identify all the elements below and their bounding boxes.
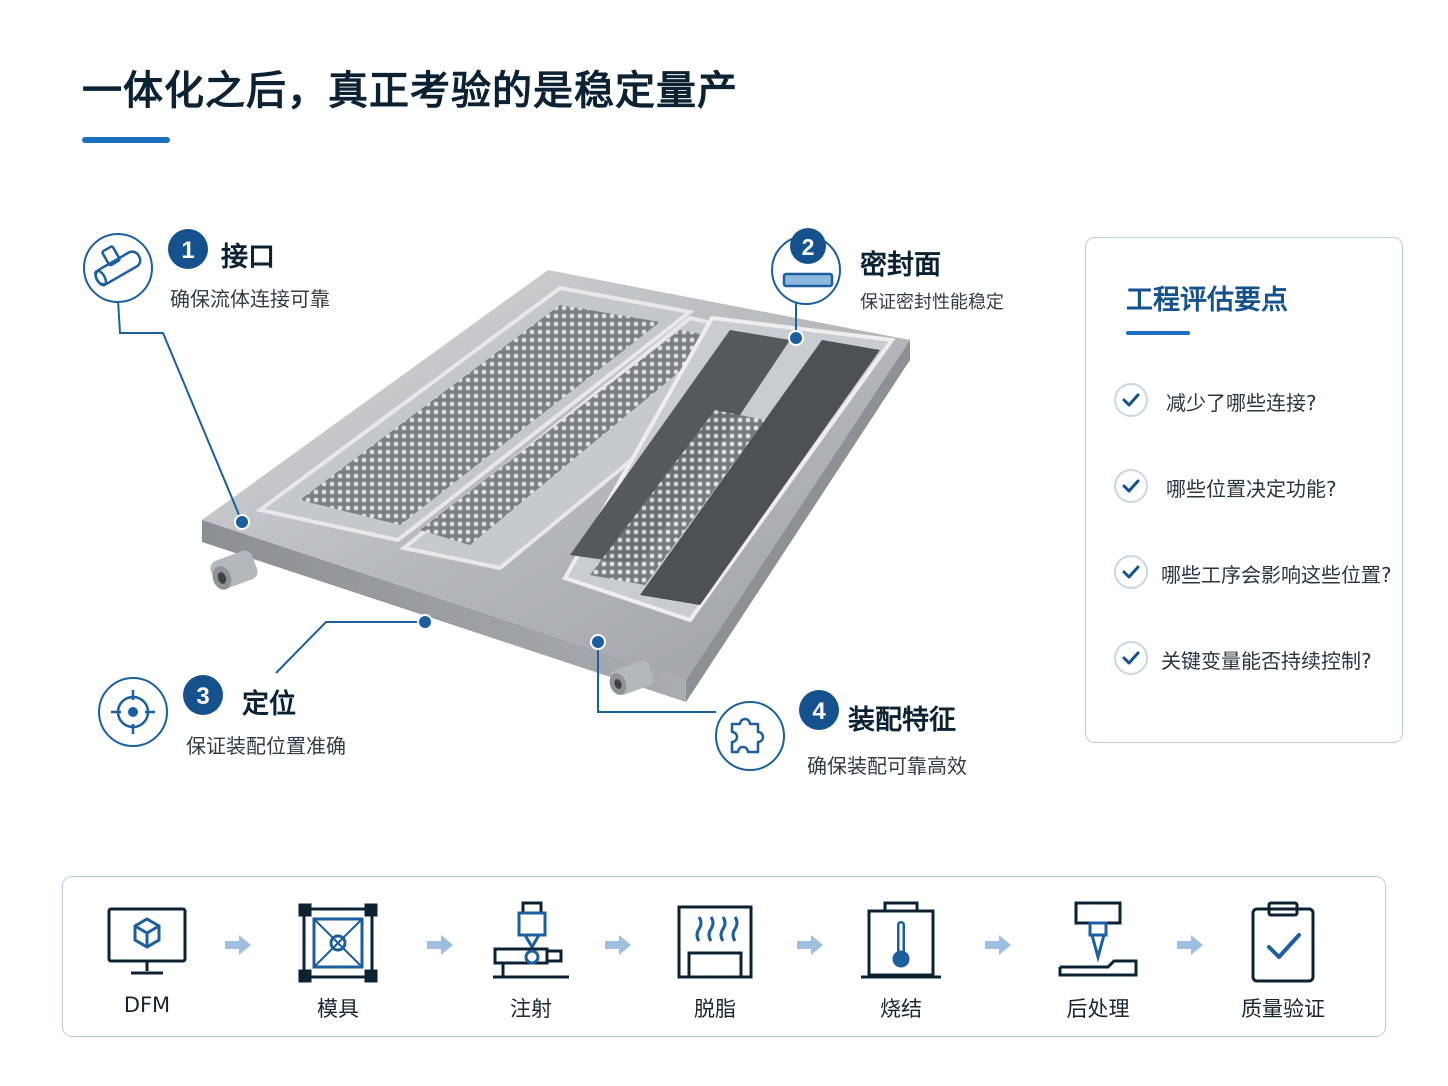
- leader-dot-2: [788, 330, 804, 346]
- callout-number-3: 3: [196, 683, 209, 710]
- plate-front-edge: [202, 520, 686, 702]
- process-step-label: DFM: [123, 993, 171, 1017]
- process-step-label: 后处理: [1066, 997, 1130, 1021]
- evaluation-panel: 工程评估要点 减少了哪些连接? 哪些位置决定功能? 哪些工序会影响这些位置? 关…: [1085, 237, 1403, 743]
- evaluation-item: 减少了哪些连接?: [1113, 380, 1403, 420]
- right-channel: [562, 315, 896, 623]
- inlet-port: [210, 550, 258, 590]
- evaluation-item-text: 关键变量能否持续控制?: [1161, 649, 1372, 673]
- arrow-right-icon: [985, 935, 1011, 955]
- middle-channel: [399, 315, 785, 571]
- arrow-right-icon: [797, 935, 823, 955]
- process-flow: DFM 模具 注射: [62, 876, 1386, 1037]
- check-circle-icon: [1114, 469, 1148, 503]
- callout-desc-3: 保证装配位置准确: [186, 734, 346, 758]
- crosshair-icon: [98, 677, 168, 747]
- process-step-injection: 注射: [469, 877, 589, 1037]
- leader-dot-4: [590, 634, 606, 650]
- evaluation-underline: [1126, 331, 1190, 335]
- evaluation-item: 哪些工序会影响这些位置?: [1113, 552, 1403, 592]
- page-title: 一体化之后，真正考验的是稳定量产: [82, 68, 738, 114]
- callout-badge-2: 2: [790, 228, 826, 264]
- title-underline: [82, 137, 170, 143]
- process-step-label: 烧结: [880, 997, 922, 1021]
- puzzle-icon: [715, 701, 785, 771]
- evaluation-item: 哪些位置决定功能?: [1113, 466, 1403, 506]
- leader-dot-3: [417, 614, 433, 630]
- callout-number-1: 1: [181, 237, 194, 264]
- monitor-cube-icon: [107, 907, 187, 975]
- plate-right-edge: [686, 340, 910, 702]
- arrow-right-icon: [605, 935, 631, 955]
- dark-strip-2: [640, 340, 880, 605]
- process-step-dfm: DFM: [85, 877, 205, 1037]
- callout-title-3: 定位: [242, 689, 296, 720]
- leader-line-4: [597, 642, 716, 713]
- pipe-connector-icon: [83, 233, 153, 303]
- callout-desc-4: 确保装配可靠高效: [807, 754, 967, 778]
- callout-title-4: 装配特征: [848, 705, 956, 736]
- leader-line-1: [117, 299, 243, 523]
- evaluation-item-text: 哪些工序会影响这些位置?: [1161, 563, 1392, 587]
- callout-desc-1: 确保流体连接可靠: [170, 287, 330, 311]
- evaluation-item-text: 哪些位置决定功能?: [1166, 477, 1337, 501]
- callout-badge-4: 4: [799, 690, 839, 730]
- check-circle-icon: [1114, 383, 1148, 417]
- arrow-right-icon: [1177, 935, 1203, 955]
- debinding-oven-icon: [677, 905, 753, 979]
- evaluation-item-text: 减少了哪些连接?: [1166, 391, 1317, 415]
- process-step-label: 模具: [317, 997, 359, 1021]
- evaluation-item: 关键变量能否持续控制?: [1113, 638, 1403, 678]
- process-step-label: 脱脂: [694, 997, 736, 1021]
- check-circle-icon: [1114, 555, 1148, 589]
- callout-title-1: 接口: [221, 242, 275, 273]
- process-step-sintering: 烧结: [839, 877, 959, 1037]
- process-step-debinding: 脱脂: [653, 877, 773, 1037]
- plate-top-surface: [202, 270, 910, 680]
- callout-number-2: 2: [802, 234, 815, 260]
- arrow-right-icon: [427, 935, 453, 955]
- process-step-mold: 模具: [276, 877, 396, 1037]
- callout-desc-2: 保证密封性能稳定: [860, 292, 1004, 313]
- seal-face-icon: [771, 235, 841, 305]
- callout-badge-3: 3: [183, 675, 223, 715]
- dark-strip-1: [570, 330, 790, 565]
- evaluation-title: 工程评估要点: [1126, 285, 1288, 316]
- left-lattice-zone: [300, 305, 660, 525]
- callout-title-2: 密封面: [860, 250, 941, 281]
- middle-lattice-zone: [420, 330, 720, 545]
- leader-dot-1: [234, 514, 250, 530]
- mold-icon: [298, 903, 378, 983]
- process-step-label: 注射: [510, 997, 552, 1021]
- left-channel: [255, 285, 695, 543]
- sintering-furnace-icon: [861, 901, 941, 979]
- check-circle-icon: [1114, 641, 1148, 675]
- arrow-right-icon: [225, 935, 251, 955]
- leader-line-3: [275, 621, 425, 674]
- machining-icon: [1058, 901, 1138, 977]
- callout-number-4: 4: [812, 698, 826, 725]
- clipboard-check-icon: [1251, 901, 1315, 983]
- outlet-port: [609, 660, 654, 696]
- process-step-quality-verification: 质量验证: [1221, 877, 1341, 1037]
- process-step-label: 质量验证: [1241, 997, 1325, 1021]
- injection-icon: [493, 901, 569, 979]
- callout-badge-1: 1: [168, 229, 208, 269]
- process-step-post-processing: 后处理: [1036, 877, 1156, 1037]
- right-lattice-zone: [590, 410, 765, 585]
